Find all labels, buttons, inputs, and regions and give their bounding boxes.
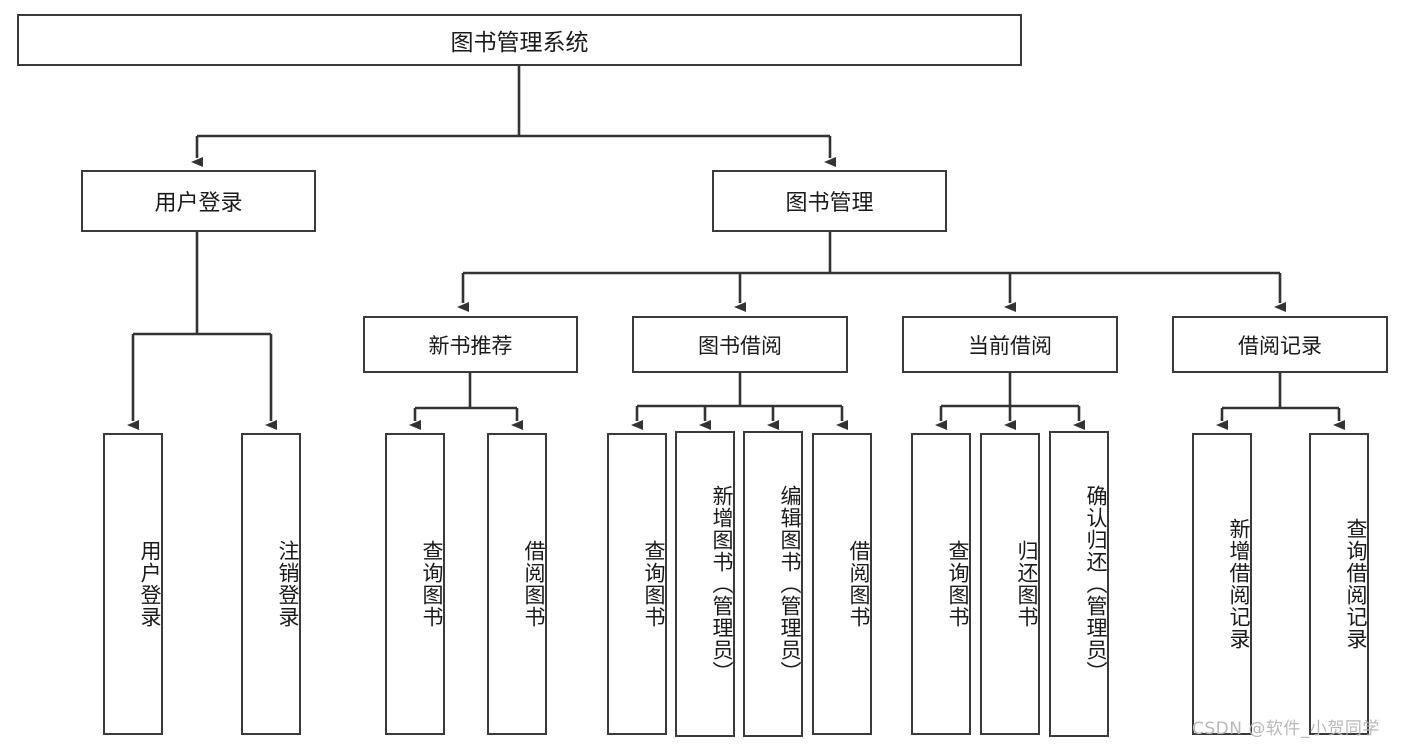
node-borrow-record[interactable]: 借阅记录: [1172, 316, 1388, 373]
node-user-login[interactable]: 用户登录: [81, 170, 316, 232]
node-leaf-query-record[interactable]: 查询借阅记录: [1309, 433, 1369, 735]
node-leaf-query-book-2[interactable]: 查询图书: [607, 433, 667, 735]
node-leaf-logout-label: 注销登录: [276, 540, 300, 628]
node-book-manage[interactable]: 图书管理: [712, 170, 947, 232]
node-leaf-edit-book-label: 编辑图书（管理员）: [778, 485, 802, 683]
watermark-label: CSDN @软件_小贺同学: [1192, 719, 1380, 739]
node-new-book-recommend[interactable]: 新书推荐: [363, 316, 578, 373]
node-leaf-borrow-book-1-label: 借阅图书: [522, 540, 546, 628]
node-current-borrow[interactable]: 当前借阅: [902, 316, 1118, 373]
node-leaf-add-book-label: 新增图书（管理员）: [710, 485, 734, 683]
node-leaf-return-book-label: 归还图书: [1015, 540, 1039, 628]
node-root[interactable]: 图书管理系统: [17, 14, 1022, 66]
node-book-manage-label: 图书管理: [785, 191, 874, 216]
node-leaf-query-book-1[interactable]: 查询图书: [385, 433, 445, 735]
node-leaf-borrow-book-2-label: 借阅图书: [847, 540, 871, 628]
node-leaf-confirm-return-label: 确认归还（管理员）: [1084, 485, 1108, 683]
node-leaf-user-login-label: 用户登录: [138, 540, 162, 628]
node-new-book-recommend-label: 新书推荐: [428, 333, 513, 358]
node-user-login-label: 用户登录: [154, 191, 243, 216]
node-leaf-add-record-label: 新增借阅记录: [1227, 518, 1251, 650]
node-leaf-add-book[interactable]: 新增图书（管理员）: [675, 431, 735, 737]
node-leaf-return-book[interactable]: 归还图书: [980, 433, 1040, 735]
node-leaf-logout[interactable]: 注销登录: [241, 433, 301, 735]
node-leaf-user-login[interactable]: 用户登录: [103, 433, 163, 735]
node-leaf-borrow-book-1[interactable]: 借阅图书: [487, 433, 547, 735]
node-leaf-query-record-label: 查询借阅记录: [1344, 518, 1368, 650]
node-leaf-add-record[interactable]: 新增借阅记录: [1192, 433, 1252, 735]
node-current-borrow-label: 当前借阅: [968, 333, 1052, 358]
node-leaf-query-book-3[interactable]: 查询图书: [911, 433, 971, 735]
node-leaf-confirm-return[interactable]: 确认归还（管理员）: [1049, 431, 1109, 737]
node-borrow-record-label: 借阅记录: [1238, 333, 1322, 358]
node-leaf-borrow-book-2[interactable]: 借阅图书: [812, 433, 872, 735]
node-leaf-edit-book[interactable]: 编辑图书（管理员）: [743, 431, 803, 737]
node-root-label: 图书管理系统: [450, 30, 589, 56]
node-book-borrow-label: 图书借阅: [698, 333, 782, 358]
node-leaf-query-book-2-label: 查询图书: [642, 540, 666, 628]
node-leaf-query-book-1-label: 查询图书: [420, 540, 444, 628]
node-book-borrow[interactable]: 图书借阅: [632, 316, 848, 373]
node-leaf-query-book-3-label: 查询图书: [946, 540, 970, 628]
